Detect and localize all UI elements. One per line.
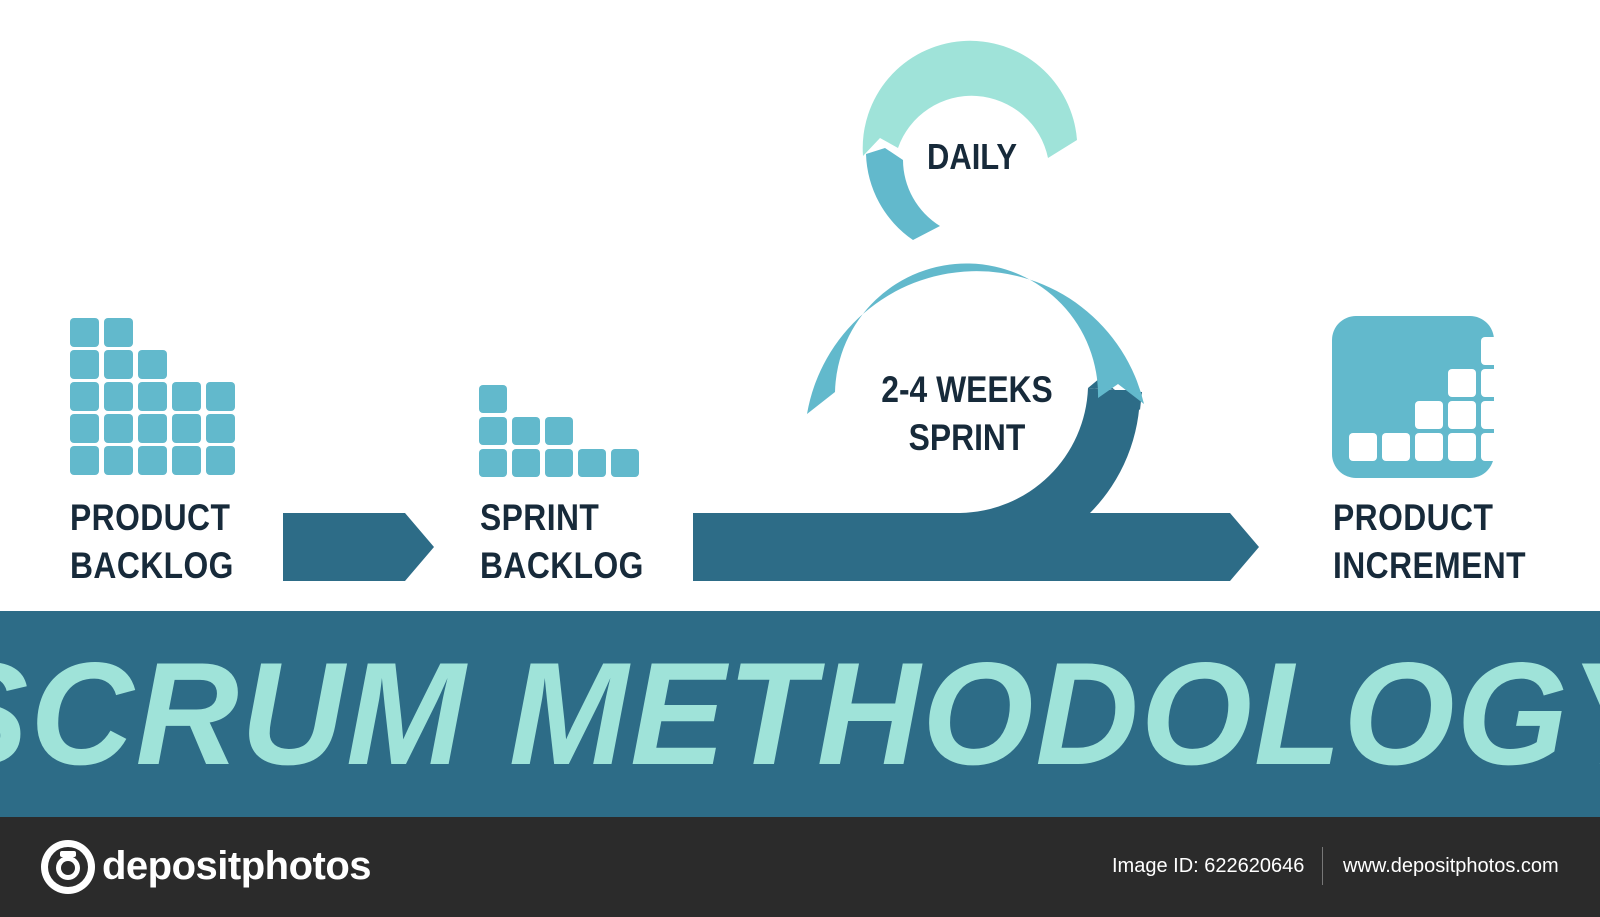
increment-block [1415,401,1443,429]
product-backlog-label: PRODUCT BACKLOG [70,494,234,590]
increment-block [1481,369,1509,397]
backlog-block [206,382,235,411]
sprint-block [512,417,540,445]
image-id-text: Image ID: 622620646 [1112,855,1305,877]
backlog-block [206,414,235,443]
diagram-graphics [70,40,1509,581]
backlog-block [70,382,99,411]
product-increment-line1: PRODUCT [1333,497,1494,538]
increment-block [1448,369,1476,397]
product-increment-icon [1332,316,1509,478]
backlog-block [172,446,201,475]
backlog-block [104,318,133,347]
sprint-loop-dark [960,388,1141,513]
banner-title: SCRUM METHODOLOGY [0,632,1600,795]
camera-icon [41,840,95,894]
title-banner: SCRUM METHODOLOGY [0,611,1600,817]
daily-label: DAILY [926,136,1018,177]
brand-logo-text: depositphotos [102,844,372,888]
product-backlog-icon [70,318,235,475]
sprint-loop-arc [807,263,1144,414]
backlog-block [70,414,99,443]
backlog-block [138,446,167,475]
backlog-block [172,382,201,411]
site-url-link[interactable]: www.depositphotos.com [1343,855,1559,877]
increment-block [1481,433,1509,461]
sprint-backlog-line2: BACKLOG [480,545,644,586]
footer-bar: depositphotos Image ID: 622620646 www.de… [0,817,1600,917]
increment-block [1349,433,1377,461]
increment-block [1448,433,1476,461]
increment-block [1481,337,1509,365]
backlog-arrow [283,513,434,581]
sprint-block [479,385,507,413]
sprint-backlog-label: SPRINT BACKLOG [480,494,644,590]
backlog-block [138,414,167,443]
product-increment-line2: INCREMENT [1333,545,1527,586]
sprint-label: 2-4 WEEKS SPRINT [872,366,1061,462]
sprint-block [479,417,507,445]
increment-block [1448,401,1476,429]
increment-block [1415,433,1443,461]
sprint-block [512,449,540,477]
backlog-block [104,446,133,475]
backlog-block [104,350,133,379]
sprint-backlog-icon [479,385,639,477]
backlog-block [70,446,99,475]
sprint-block [578,449,606,477]
backlog-block [206,446,235,475]
sprint-block [611,449,639,477]
daily-loop-arc [862,40,1077,159]
increment-block [1481,401,1509,429]
daily-loop-lower [866,148,940,240]
footer-divider [1322,847,1323,885]
sprint-block [545,417,573,445]
sprint-backlog-line1: SPRINT [480,497,600,538]
product-backlog-line2: BACKLOG [70,545,234,586]
backlog-block [104,414,133,443]
backlog-block [104,382,133,411]
sprint-label-line1: 2-4 WEEKS [881,369,1053,410]
product-increment-label: PRODUCT INCREMENT [1333,494,1526,590]
backlog-block [138,350,167,379]
increment-block [1382,433,1410,461]
sprint-block [479,449,507,477]
product-backlog-line1: PRODUCT [70,497,231,538]
backlog-block [70,318,99,347]
backlog-block [172,414,201,443]
backlog-block [70,350,99,379]
sprint-arrow [693,513,1259,581]
sprint-label-line2: SPRINT [908,417,1026,458]
sprint-block [545,449,573,477]
backlog-block [138,382,167,411]
